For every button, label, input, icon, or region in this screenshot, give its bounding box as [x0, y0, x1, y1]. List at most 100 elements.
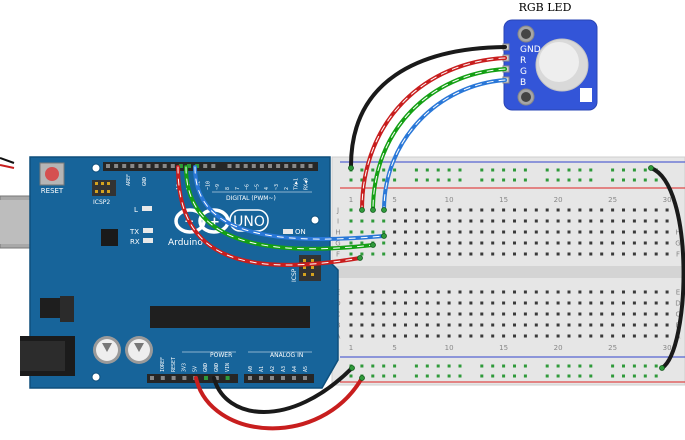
header-pin — [170, 164, 175, 168]
rail-hole — [632, 364, 636, 368]
header-pin — [284, 164, 289, 168]
breadboard-hole — [513, 219, 516, 223]
rail-hole — [491, 364, 495, 368]
wire-endpoint — [357, 255, 363, 261]
breadboard-hole — [556, 230, 560, 234]
breadboard-hole — [611, 334, 615, 338]
breadboard-hole — [513, 208, 516, 212]
breadboard-hole — [665, 301, 669, 305]
rail-hole — [654, 374, 658, 378]
breadboard-hole — [480, 301, 484, 305]
digital-pin-label: ~3 — [274, 184, 280, 190]
breadboard-hole — [458, 208, 462, 212]
breadboard-hole — [458, 301, 462, 305]
rail-hole — [425, 374, 429, 378]
breadboard-hole — [622, 208, 625, 212]
breadboard-hole — [545, 312, 549, 316]
rail-hole — [545, 178, 549, 182]
breadboard-hole — [611, 219, 615, 223]
rail-hole — [556, 374, 560, 378]
breadboard-hole — [513, 290, 516, 294]
breadboard-hole — [622, 230, 625, 234]
breadboard-hole — [425, 241, 429, 245]
breadboard-hole — [469, 290, 473, 294]
breadboard-hole — [556, 290, 560, 294]
breadboard-hole — [578, 241, 582, 245]
row-letter: H — [675, 229, 680, 237]
rail-hole — [556, 178, 560, 182]
breadboard-hole — [534, 312, 538, 316]
gnd-label: GND — [142, 177, 148, 186]
breadboard-hole — [622, 252, 625, 256]
wires — [176, 45, 685, 431]
wire-endpoint — [349, 365, 355, 371]
rail-hole — [436, 168, 440, 172]
rail-hole — [436, 374, 440, 378]
breadboard-hole — [567, 252, 571, 256]
analog-pin-label: A2 — [270, 366, 276, 372]
breadboard-hole — [578, 208, 582, 212]
breadboard-hole — [480, 334, 484, 338]
header-pin — [300, 164, 305, 168]
header-pin — [227, 164, 232, 168]
breadboard-hole — [382, 252, 386, 256]
power-pin-label: VIN — [225, 363, 231, 372]
board-body — [29, 156, 339, 389]
column-number-bottom: 20 — [554, 344, 563, 352]
breadboard-hole — [502, 290, 506, 294]
breadboard-hole — [654, 290, 658, 294]
breadboard-hole — [502, 230, 506, 234]
breadboard-hole — [414, 312, 418, 316]
rail-hole — [458, 364, 462, 368]
breadboard-hole — [414, 290, 418, 294]
svg-text:+: + — [209, 215, 220, 230]
breadboard-hole — [600, 252, 604, 256]
breadboard-hole — [349, 334, 353, 338]
breadboard-hole — [643, 290, 647, 294]
breadboard-hole — [556, 301, 560, 305]
breadboard-hole — [632, 252, 636, 256]
breadboard-hole — [447, 290, 451, 294]
rail-hole — [360, 178, 364, 182]
breadboard-hole — [425, 290, 429, 294]
breadboard-hole — [447, 301, 451, 305]
breadboard-hole — [371, 301, 375, 305]
rail-hole — [611, 364, 615, 368]
breadboard-hole — [611, 208, 615, 212]
breadboard-hole — [589, 334, 593, 338]
rail-hole — [622, 168, 625, 172]
header-pin — [268, 164, 272, 168]
icsp-label: ICSP — [291, 268, 298, 282]
breadboard-hole — [360, 219, 364, 223]
breadboard-hole — [469, 219, 473, 223]
breadboard-hole — [447, 334, 451, 338]
breadboard-hole — [622, 241, 625, 245]
breadboard-hole — [523, 230, 527, 234]
breadboard-hole — [589, 241, 593, 245]
header-pin — [154, 164, 159, 168]
breadboard-hole — [393, 290, 397, 294]
breadboard-hole — [632, 219, 636, 223]
header-pin — [225, 376, 230, 380]
rail-hole — [589, 168, 593, 172]
breadboard-hole — [349, 290, 353, 294]
breadboard-hole — [611, 323, 615, 327]
breadboard-hole — [371, 312, 375, 316]
breadboard-hole — [567, 241, 571, 245]
rail-hole — [436, 364, 440, 368]
rail-hole — [611, 374, 615, 378]
breadboard-hole — [600, 334, 604, 338]
breadboard-hole — [611, 301, 615, 305]
breadboard-hole — [523, 323, 527, 327]
breadboard-hole — [643, 241, 647, 245]
breadboard-hole — [414, 219, 418, 223]
microcontroller-chip — [150, 306, 310, 328]
breadboard-hole — [360, 230, 364, 234]
rail-hole — [513, 178, 516, 182]
module-title: RGB LED — [519, 1, 572, 14]
power-pin-label: GND — [203, 363, 209, 372]
breadboard-hole — [480, 290, 484, 294]
breadboard-hole — [534, 241, 538, 245]
breadboard-hole — [425, 334, 429, 338]
wire-endpoint — [359, 375, 365, 381]
